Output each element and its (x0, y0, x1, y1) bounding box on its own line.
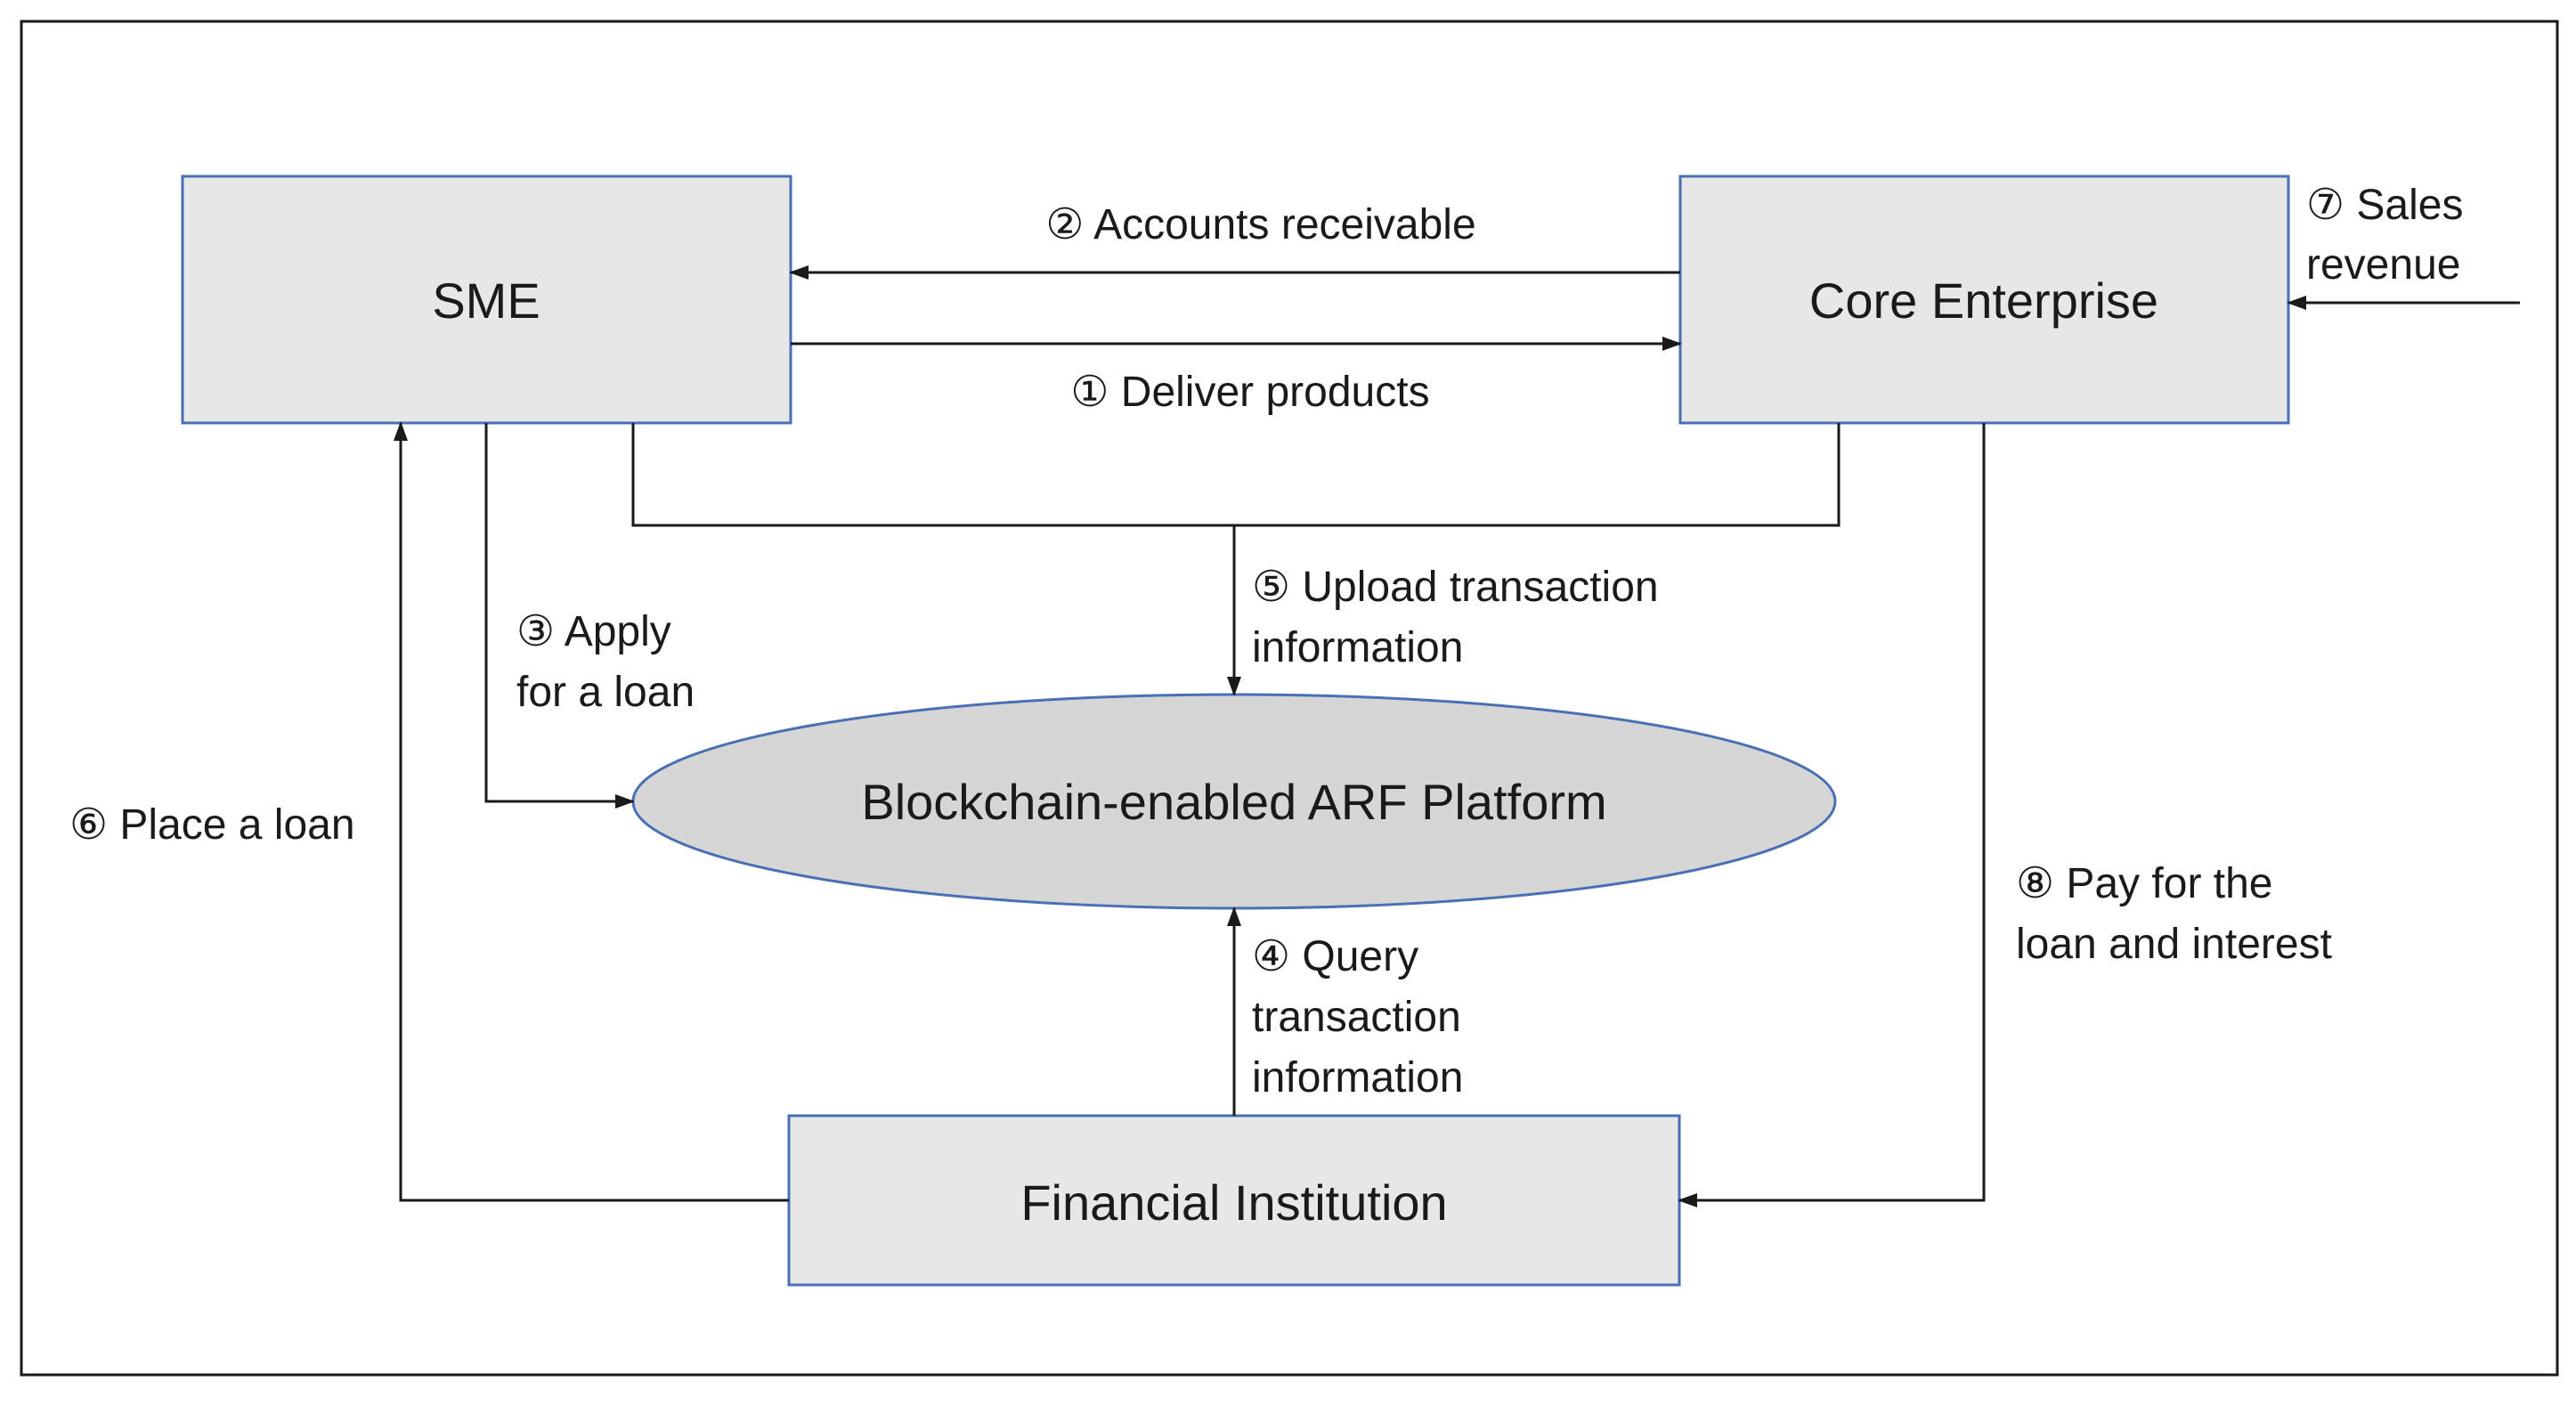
platform-label: Blockchain-enabled ARF Platform (861, 774, 1606, 830)
deliver-products-label: ① Deliver products (1070, 369, 1429, 416)
query-info-label-line1: ④ Query (1252, 933, 1418, 980)
query-info-label-line3: information (1252, 1054, 1463, 1101)
sme-label: SME (432, 272, 540, 329)
outer-frame (20, 20, 2559, 1377)
place-loan-label: ⑥ Place a loan (69, 801, 355, 849)
upload-info-label-line2: information (1252, 624, 1463, 671)
core-enterprise-box (1678, 175, 2290, 425)
pay-loan-label-line1: ⑧ Pay for the (2016, 860, 2273, 907)
upload-info-label-line1: ⑤ Upload transaction (1252, 564, 1659, 611)
apply-loan-arrow (484, 423, 635, 809)
sme-box (181, 175, 792, 425)
apply-loan-label-line2: for a loan (516, 669, 695, 716)
query-info-label-line2: transaction (1252, 994, 1461, 1041)
financial-institution-box (787, 1114, 1681, 1287)
upload-connector-line (631, 423, 1841, 527)
sales-revenue-label-line2: revenue (2306, 241, 2460, 289)
accounts-receivable-label: ② Accounts receivable (1045, 201, 1475, 248)
core-enterprise-label: Core Enterprise (1809, 272, 2158, 329)
apply-loan-label-line1: ③ Apply (516, 608, 671, 655)
sales-revenue-label-line1: ⑦ Sales (2306, 182, 2463, 229)
pay-loan-label-line2: loan and interest (2016, 921, 2332, 968)
financial-institution-label: Financial Institution (1020, 1174, 1447, 1231)
pay-loan-arrow (1678, 423, 1986, 1207)
place-loan-arrow (394, 421, 789, 1202)
